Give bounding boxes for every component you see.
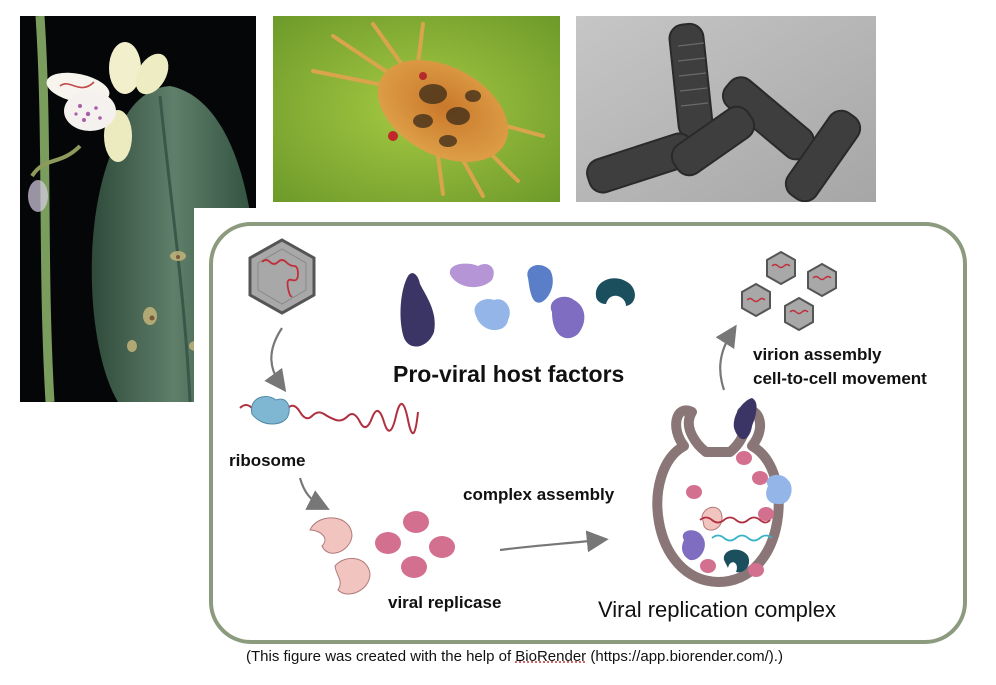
ribosome-label: ribosome [229, 451, 306, 471]
progeny-virions [742, 252, 836, 330]
virion-assembly-label: virion assembly cell-to-cell movement [753, 343, 927, 391]
caption-suffix: (https://app.biorender.com/).) [586, 648, 783, 665]
figure-caption: (This figure was created with the help o… [246, 648, 783, 665]
entry-arrow [271, 328, 282, 385]
complex-assembly-label: complex assembly [463, 485, 614, 505]
viral-replicase-label: viral replicase [388, 593, 501, 613]
translation-arrow [300, 478, 322, 506]
assembly-arrow [500, 540, 600, 550]
host-factors-label: Pro-viral host factors [393, 361, 624, 388]
cell-movement-line: cell-to-cell movement [753, 367, 927, 391]
diagram-graphics [194, 208, 996, 648]
host-factor-proteins [401, 264, 635, 347]
virion-assembly-line: virion assembly [753, 343, 927, 367]
caption-prefix: (This figure was created with the help o… [246, 648, 515, 665]
mite-photo [273, 16, 560, 202]
ribosome-rna [240, 396, 418, 433]
egress-arrow [720, 332, 732, 390]
replicase-particles [375, 511, 455, 578]
viral-replicase-proteins [310, 518, 370, 594]
incoming-virion [250, 240, 314, 313]
biorender-link[interactable]: BioRender [515, 648, 586, 665]
replication-complex-label: Viral replication complex [598, 597, 836, 623]
replication-vesicle [657, 398, 791, 582]
virus-electron-micrograph [576, 16, 876, 202]
